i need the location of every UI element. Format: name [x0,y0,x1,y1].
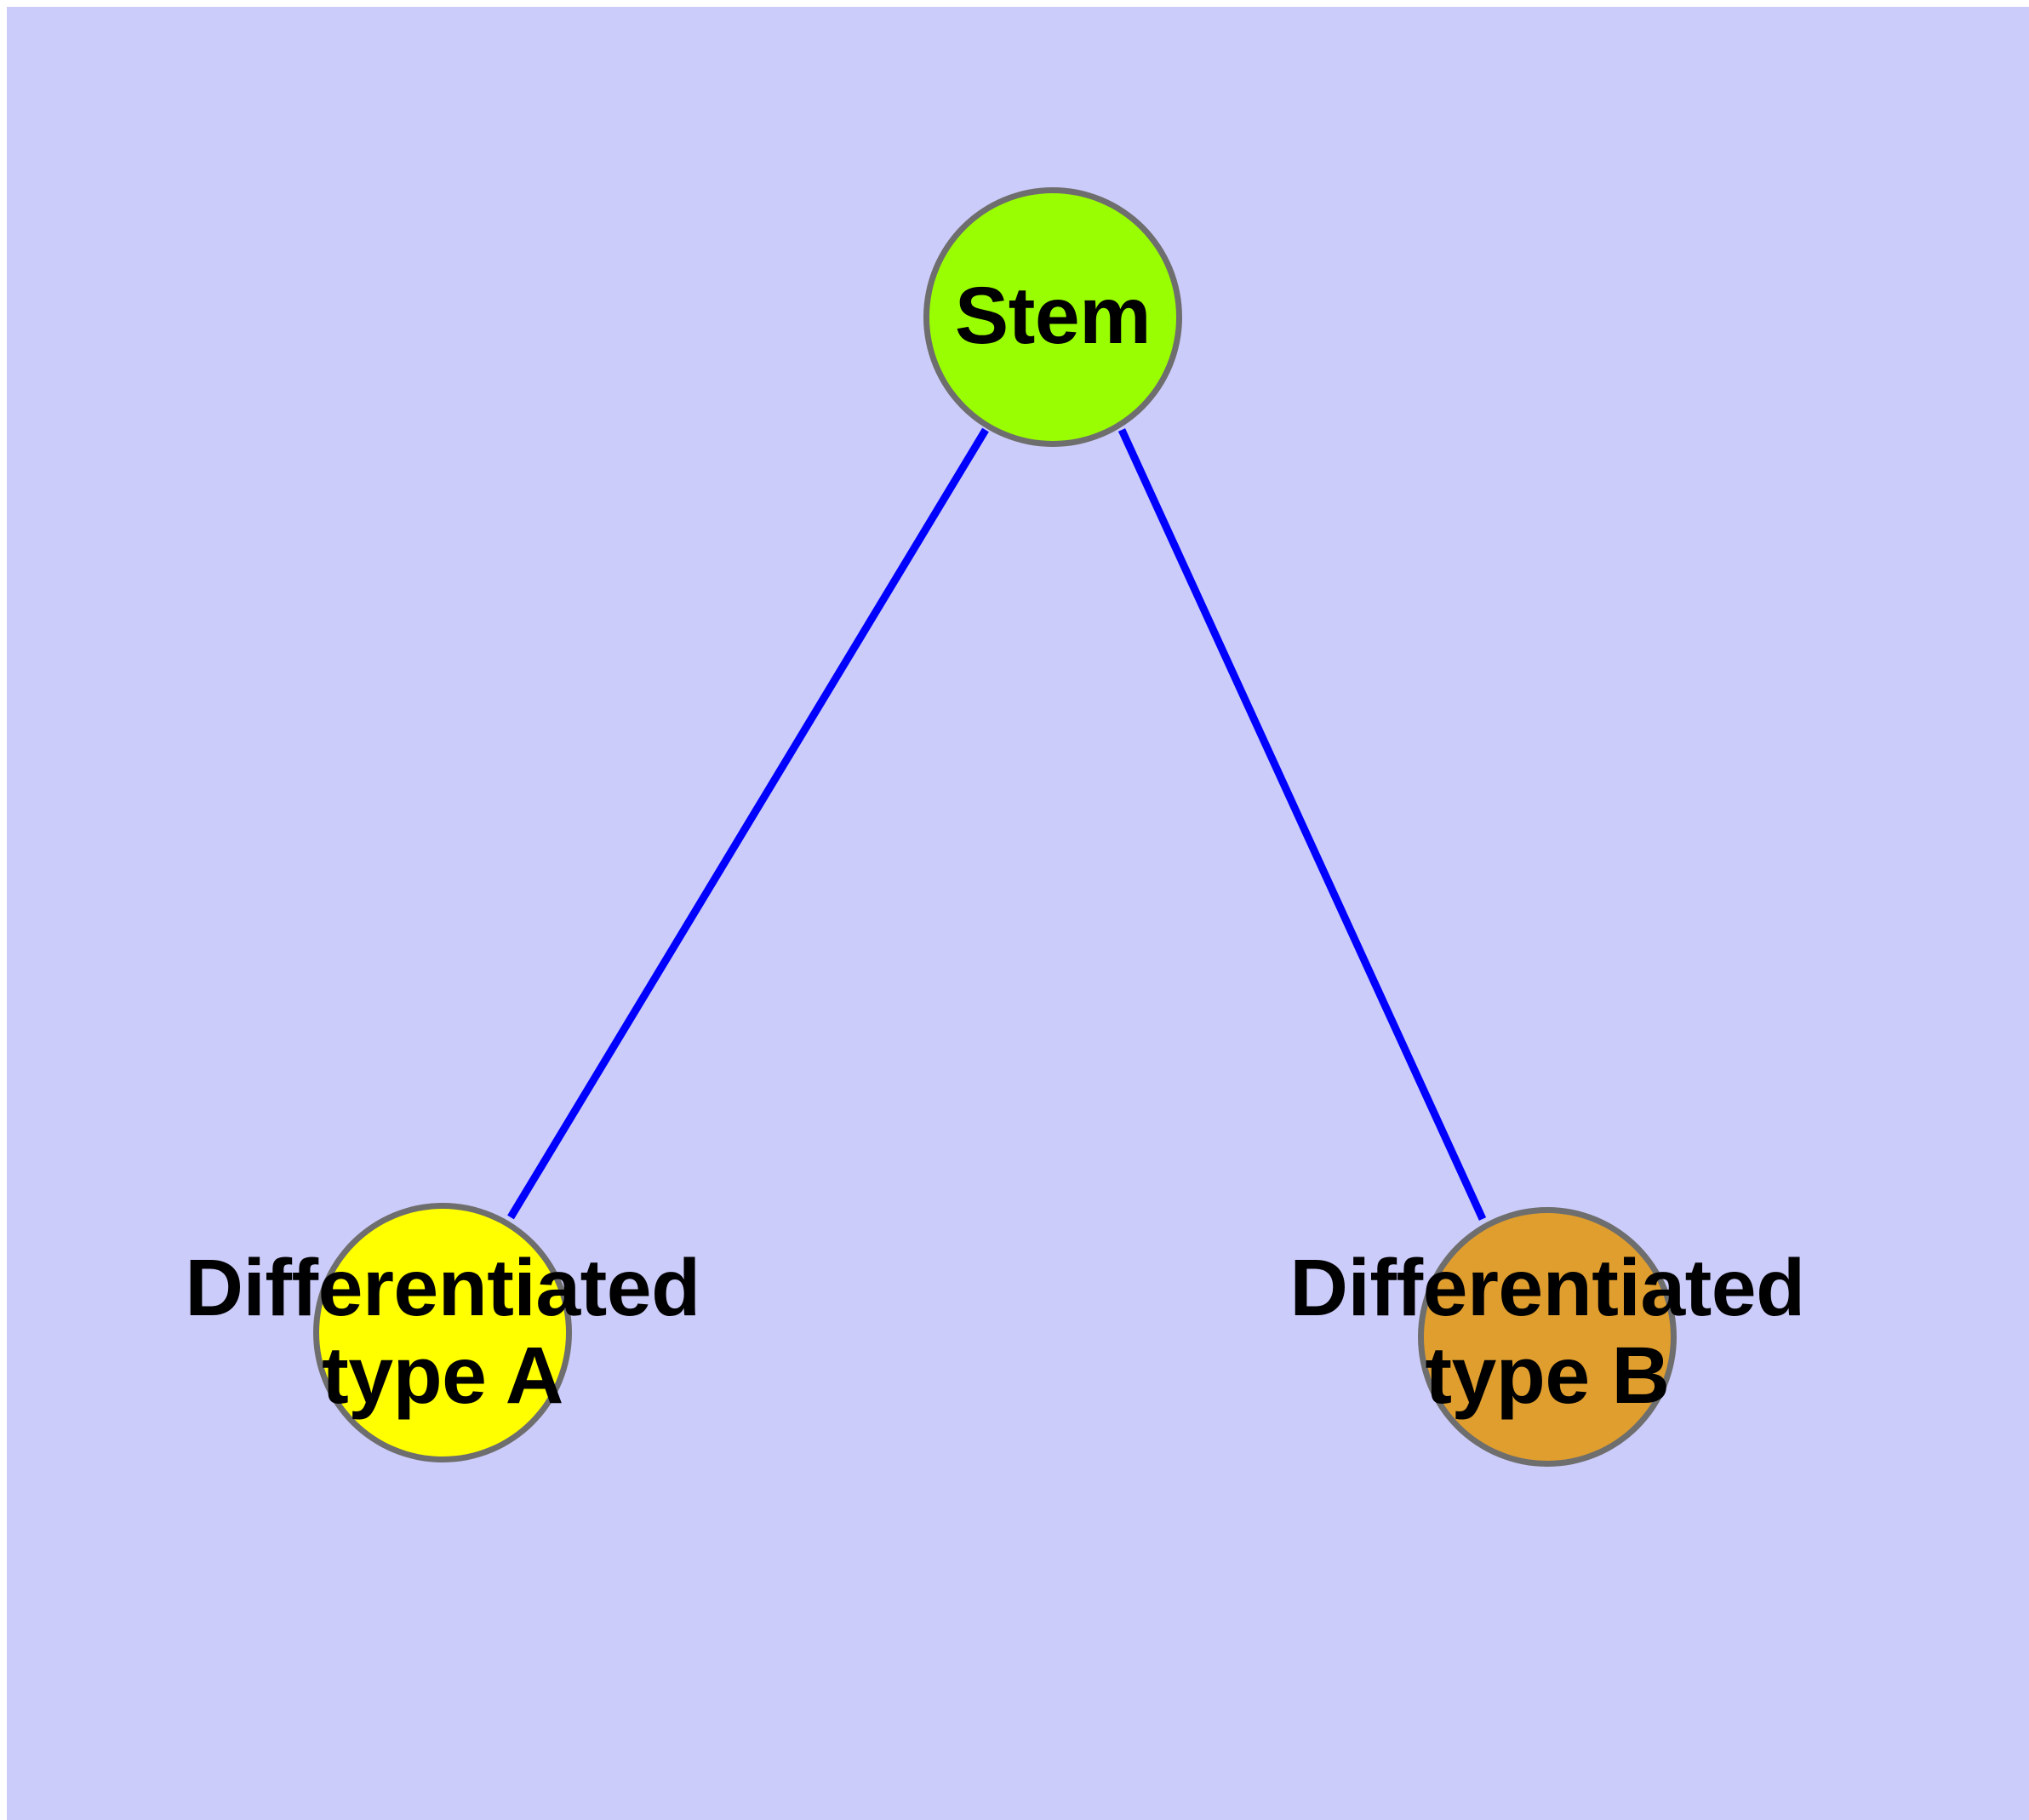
edge-stem-to-differentiated-type-b [1117,428,1487,1221]
node-differentiated-type-b[interactable] [1418,1207,1677,1467]
node-differentiated-type-a[interactable] [313,1203,572,1462]
edge-stem-to-differentiated-type-a [507,427,989,1220]
node-stem[interactable] [923,187,1182,447]
